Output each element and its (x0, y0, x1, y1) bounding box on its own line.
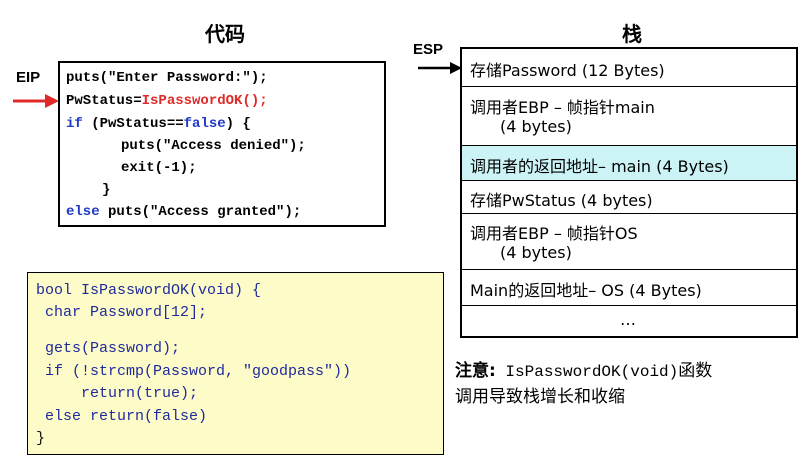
esp-label: ESP (413, 41, 444, 58)
stack-cell-ellipsis: … (620, 310, 636, 329)
code-line: puts("Access denied"); (121, 138, 306, 154)
code-call-token: IsPasswordOK(); (141, 93, 268, 109)
code-box: puts("Enter Password:"); PwStatus=IsPass… (58, 61, 386, 227)
source-code-box: bool IsPasswordOK(void) { char Password[… (27, 272, 444, 455)
eip-arrow-icon (13, 94, 59, 108)
stack-cell-caller-ebp-main: 调用者EBP – 帧指针main (4 bytes) (462, 87, 796, 146)
esp-arrow-icon (418, 62, 462, 74)
code-line: else puts("Access granted"); (66, 203, 301, 221)
stack-cell-caller-ebp-os: 调用者EBP – 帧指针OS (4 bytes) (462, 214, 796, 270)
note-function: IsPasswordOK(void) (495, 363, 679, 381)
stack-cell-label: 存储Password (12 Bytes) (470, 61, 665, 80)
stack-cell-label: 调用者EBP – 帧指针main (470, 98, 655, 117)
stack-cell-label: 存储PwStatus (4 bytes) (470, 191, 653, 210)
code-token: PwStatus= (66, 93, 142, 109)
source-line: char Password[12]; (36, 304, 208, 321)
stack-diagram: 存储Password (12 Bytes) 调用者EBP – 帧指针main (… (460, 47, 798, 338)
code-keyword: false (183, 116, 226, 132)
code-keyword: if (66, 116, 83, 132)
stack-cell-return-os: Main的返回地址– OS (4 Bytes) (462, 270, 796, 306)
code-line: if (PwStatus==false) { (66, 115, 251, 133)
code-line: } (102, 182, 111, 198)
source-line: if (!strcmp(Password, "goodpass")) (36, 363, 352, 380)
code-line: puts("Enter Password:"); (66, 70, 268, 86)
source-line: return(true); (36, 385, 199, 402)
note-label: 注意: (455, 361, 496, 381)
source-line: } (36, 430, 46, 447)
code-line: exit(-1); (121, 160, 197, 176)
stack-title: 栈 (622, 22, 642, 46)
stack-cell-pwstatus: 存储PwStatus (4 bytes) (462, 181, 796, 214)
note-text-part: 调用导致栈增长和收缩 (455, 387, 625, 407)
code-keyword: else (66, 204, 100, 220)
stack-cell-label: Main的返回地址– OS (4 Bytes) (470, 281, 702, 300)
stack-cell-more: … (462, 306, 796, 336)
source-line: gets(Password); (36, 340, 181, 357)
stack-cell-label: 调用者的返回地址– main (4 Bytes) (470, 157, 729, 176)
source-line: else return(false) (36, 408, 208, 425)
note-text: 注意: IsPasswordOK(void)函数 调用导致栈增长和收缩 (455, 359, 800, 410)
stack-cell-password: 存储Password (12 Bytes) (462, 49, 796, 87)
code-line: PwStatus=IsPasswordOK(); (66, 92, 268, 110)
stack-cell-sublabel: (4 bytes) (500, 117, 572, 136)
stack-cell-return-main: 调用者的返回地址– main (4 Bytes) (462, 146, 796, 181)
code-token: (PwStatus== (82, 116, 184, 132)
eip-label: EIP (16, 69, 41, 86)
code-title: 代码 (205, 22, 245, 46)
code-token: ) { (225, 116, 251, 132)
stack-cell-sublabel: (4 bytes) (500, 243, 572, 262)
note-text-part: 函数 (678, 361, 713, 381)
stack-cell-label: 调用者EBP – 帧指针OS (470, 224, 638, 243)
source-line: bool IsPasswordOK(void) { (36, 282, 262, 299)
code-token: puts("Access granted"); (99, 204, 302, 220)
